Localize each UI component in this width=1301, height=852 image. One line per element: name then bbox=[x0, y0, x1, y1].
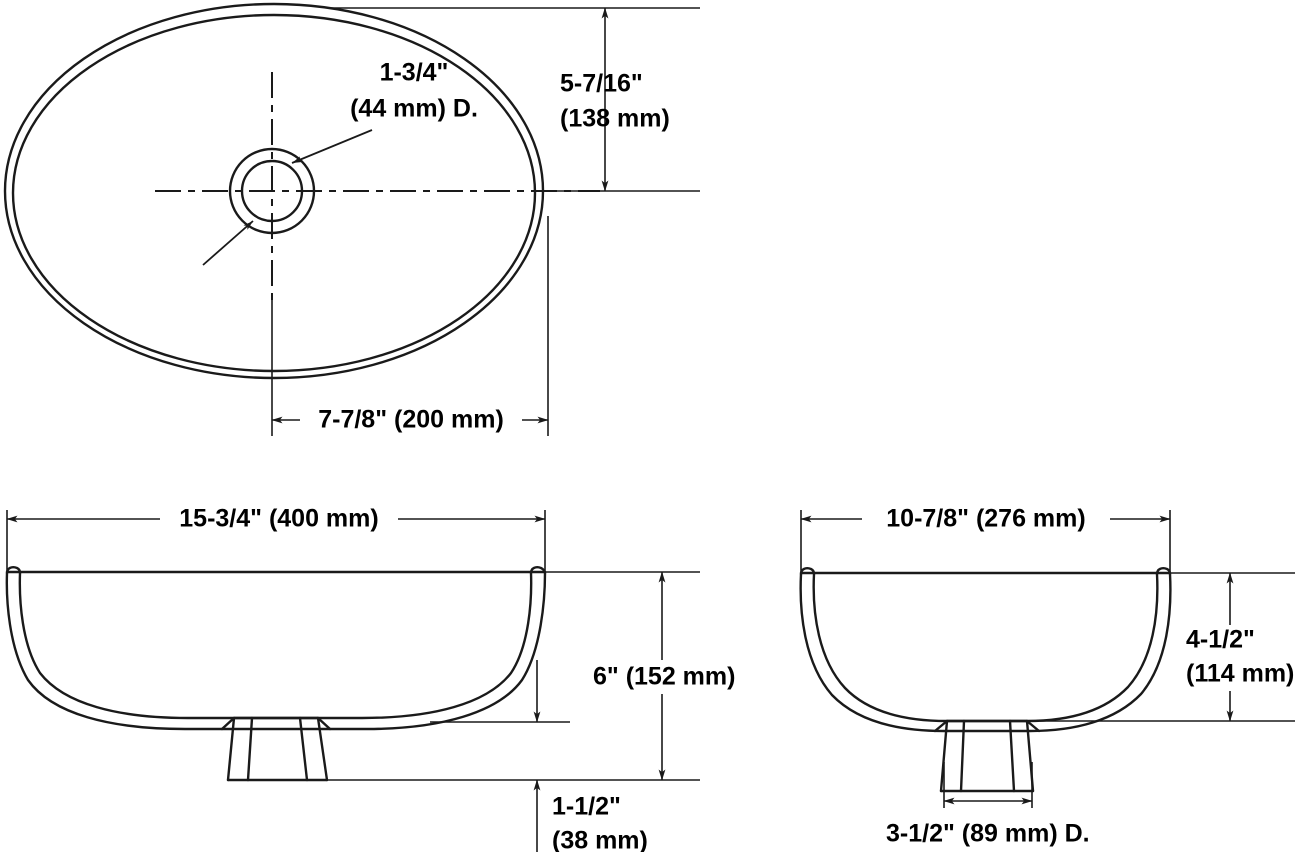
side-drain-diameter-label: 3-1/2" (89 mm) D. bbox=[886, 820, 1090, 848]
front-bowl-outer-profile bbox=[5, 571, 547, 731]
front-width-label: 15-3/4" (400 mm) bbox=[179, 505, 378, 533]
side-bowl-outer-profile bbox=[799, 572, 1172, 733]
side-height-metric-label: (114 mm) bbox=[1186, 660, 1294, 688]
front-drain-left-wall-inner bbox=[246, 716, 254, 782]
front-rim-cap-left bbox=[5, 566, 22, 575]
front-height-label: 6" (152 mm) bbox=[593, 663, 735, 691]
front-bowl-inner-profile bbox=[18, 571, 533, 720]
side-drain-collar bbox=[933, 719, 1041, 733]
side-height-imperial-label: 4-1/2" bbox=[1186, 626, 1255, 654]
side-width-label-backing bbox=[862, 503, 1110, 535]
top-view: 1-3/4" (44 mm) D. 5-7/16" (138 mm) 7-7/8… bbox=[3, 2, 700, 436]
side-drain-left-wall-inner bbox=[959, 719, 966, 793]
front-drain-projection-imperial-label: 1-1/2" bbox=[552, 793, 621, 821]
front-drain-left-wall-outer bbox=[226, 716, 236, 782]
front-width-label-backing bbox=[160, 503, 398, 535]
side-rim-cap-right bbox=[1155, 567, 1172, 576]
drain-diameter-imperial-label: 1-3/4" bbox=[380, 59, 449, 87]
front-drain-right-wall-inner bbox=[298, 716, 309, 782]
drain-diameter-leader-upper bbox=[291, 129, 373, 164]
side-drain-right-wall-inner bbox=[1008, 719, 1016, 793]
depth-metric-label: (138 mm) bbox=[560, 105, 670, 133]
drain-offset-label: 7-7/8" (200 mm) bbox=[318, 406, 504, 434]
front-rim-cap-right bbox=[529, 566, 547, 575]
basin-inner-bowl-ellipse bbox=[11, 13, 537, 373]
front-drain-projection-metric-label: (38 mm) bbox=[552, 827, 648, 852]
front-elevation: 15-3/4" (400 mm) 6" (152 mm) bbox=[5, 503, 751, 852]
drain-outer-circle bbox=[228, 147, 316, 235]
side-width-label: 10-7/8" (276 mm) bbox=[886, 505, 1085, 533]
depth-imperial-label: 5-7/16" bbox=[560, 70, 643, 98]
side-elevation: 10-7/8" (276 mm) 4-1/2" (114 mm) bbox=[799, 503, 1301, 848]
front-drain-right-wall-outer bbox=[316, 716, 329, 782]
front-drain-collar bbox=[220, 716, 332, 731]
side-bowl-inner-profile bbox=[812, 572, 1159, 723]
front-height-label-backing bbox=[575, 660, 751, 694]
drain-offset-label-backing bbox=[300, 404, 522, 436]
side-height-label-backing bbox=[1182, 625, 1301, 691]
drain-diameter-leader-lower bbox=[202, 220, 254, 266]
side-rim-cap-left bbox=[799, 567, 816, 576]
side-drain-left-wall-outer bbox=[939, 719, 949, 793]
drain-diameter-metric-label: (44 mm) D. bbox=[350, 95, 478, 123]
drain-inner-circle bbox=[240, 159, 304, 223]
